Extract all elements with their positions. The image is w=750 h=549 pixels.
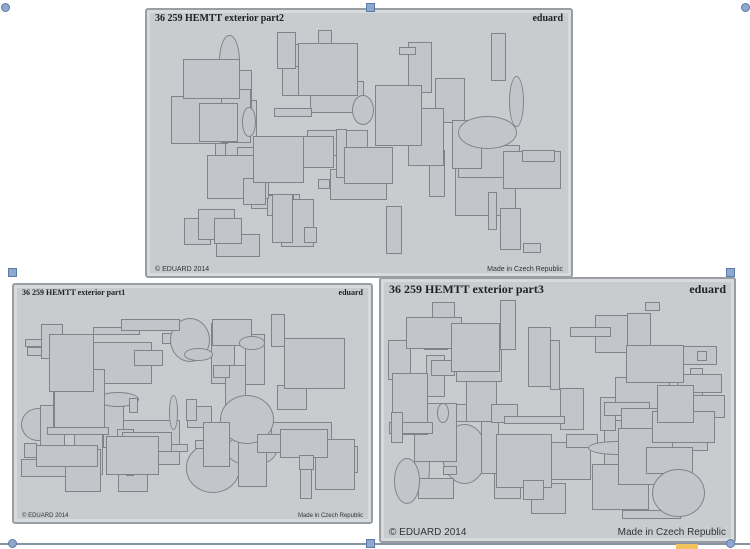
- etched-part: [199, 103, 238, 143]
- brand-label: eduard: [532, 13, 563, 24]
- etched-part: [399, 47, 417, 56]
- etched-part: [500, 300, 516, 350]
- etched-part: [49, 333, 94, 393]
- etched-part: [625, 345, 684, 383]
- etched-part: [503, 415, 565, 425]
- fret-title: 36 259 HEMTT exterior part1: [22, 288, 126, 297]
- selection-edge: [0, 543, 750, 545]
- etched-part: [298, 43, 359, 96]
- made-in-label: Made in Czech Republic: [297, 513, 363, 519]
- etched-part: [523, 479, 544, 501]
- etched-part: [437, 402, 450, 424]
- brand-label: eduard: [689, 282, 726, 296]
- etched-part: [527, 326, 551, 388]
- copyright-label: © EDUARD 2014: [155, 266, 210, 273]
- etched-part: [375, 85, 423, 146]
- etched-part: [490, 33, 506, 82]
- etched-part: [559, 387, 584, 430]
- etched-part: [508, 75, 524, 128]
- made-in-label: Made in Czech Republic: [487, 266, 563, 273]
- etched-part: [417, 478, 455, 499]
- etched-part: [317, 178, 331, 190]
- etched-part: [298, 455, 314, 470]
- resize-handle-bottom-right[interactable]: [726, 539, 735, 548]
- etched-part: [442, 465, 457, 475]
- etched-part: [120, 318, 181, 332]
- etched-part: [386, 205, 402, 254]
- copyright-label: © EDUARD 2014: [389, 527, 467, 538]
- etched-part: [184, 348, 214, 362]
- resize-handle-top-left[interactable]: [1, 3, 10, 12]
- etched-part: [168, 395, 179, 431]
- etched-part: [351, 94, 374, 125]
- etched-part: [522, 150, 555, 163]
- etched-part: [393, 458, 421, 505]
- etched-part: [276, 32, 296, 70]
- etched-part: [214, 217, 242, 244]
- etched-part: [569, 327, 611, 337]
- resize-handle-bottom-left[interactable]: [8, 539, 17, 548]
- marker-tab: [676, 544, 698, 549]
- etched-part: [465, 379, 498, 422]
- etched-part: [273, 107, 313, 117]
- etched-part: [645, 302, 661, 312]
- etched-part: [47, 427, 109, 436]
- resize-handle-bottom[interactable]: [366, 539, 375, 548]
- etched-part: [500, 207, 521, 251]
- copyright-label: © EDUARD 2014: [22, 513, 69, 519]
- fret-title: 36 259 HEMTT exterior part2: [155, 13, 285, 24]
- etched-part: [284, 337, 346, 390]
- etched-part: [652, 468, 705, 518]
- etched-part: [549, 339, 561, 390]
- etched-part: [697, 350, 707, 361]
- fret-part2: 36 259 HEMTT exterior part2 eduard © EDU…: [145, 8, 573, 278]
- etched-part: [390, 411, 404, 443]
- etched-part: [133, 349, 163, 366]
- fret-part1: 36 259 HEMTT exterior part1 eduard © EDU…: [12, 283, 373, 524]
- etched-part: [656, 385, 695, 424]
- etched-part: [252, 136, 305, 184]
- etched-part: [238, 336, 266, 351]
- etched-part: [458, 115, 517, 149]
- etched-part: [270, 314, 285, 348]
- etched-part: [303, 227, 317, 244]
- etched-part: [487, 191, 497, 230]
- etched-part: [495, 434, 552, 488]
- etched-part: [279, 428, 328, 459]
- etched-part: [36, 444, 99, 468]
- resize-handle-top[interactable]: [366, 3, 375, 12]
- etched-part: [183, 59, 241, 99]
- fret-title: 36 259 HEMTT exterior part3: [389, 282, 544, 296]
- resize-handle-right[interactable]: [726, 268, 735, 277]
- etched-part: [106, 435, 160, 475]
- resize-handle-left[interactable]: [8, 268, 17, 277]
- fret-part3: 36 259 HEMTT exterior part3 eduard © EDU…: [379, 277, 736, 543]
- etched-part: [315, 439, 356, 490]
- made-in-label: Made in Czech Republic: [617, 527, 726, 538]
- etched-part: [344, 146, 394, 184]
- etched-part: [241, 106, 256, 137]
- etched-part: [272, 194, 294, 244]
- etched-part: [202, 422, 231, 467]
- etched-part: [523, 242, 541, 254]
- etched-part: [129, 397, 139, 414]
- etched-part: [213, 365, 231, 379]
- etched-part: [185, 399, 197, 422]
- etched-part: [450, 323, 500, 373]
- brand-label: eduard: [338, 288, 363, 297]
- resize-handle-top-right[interactable]: [741, 3, 750, 12]
